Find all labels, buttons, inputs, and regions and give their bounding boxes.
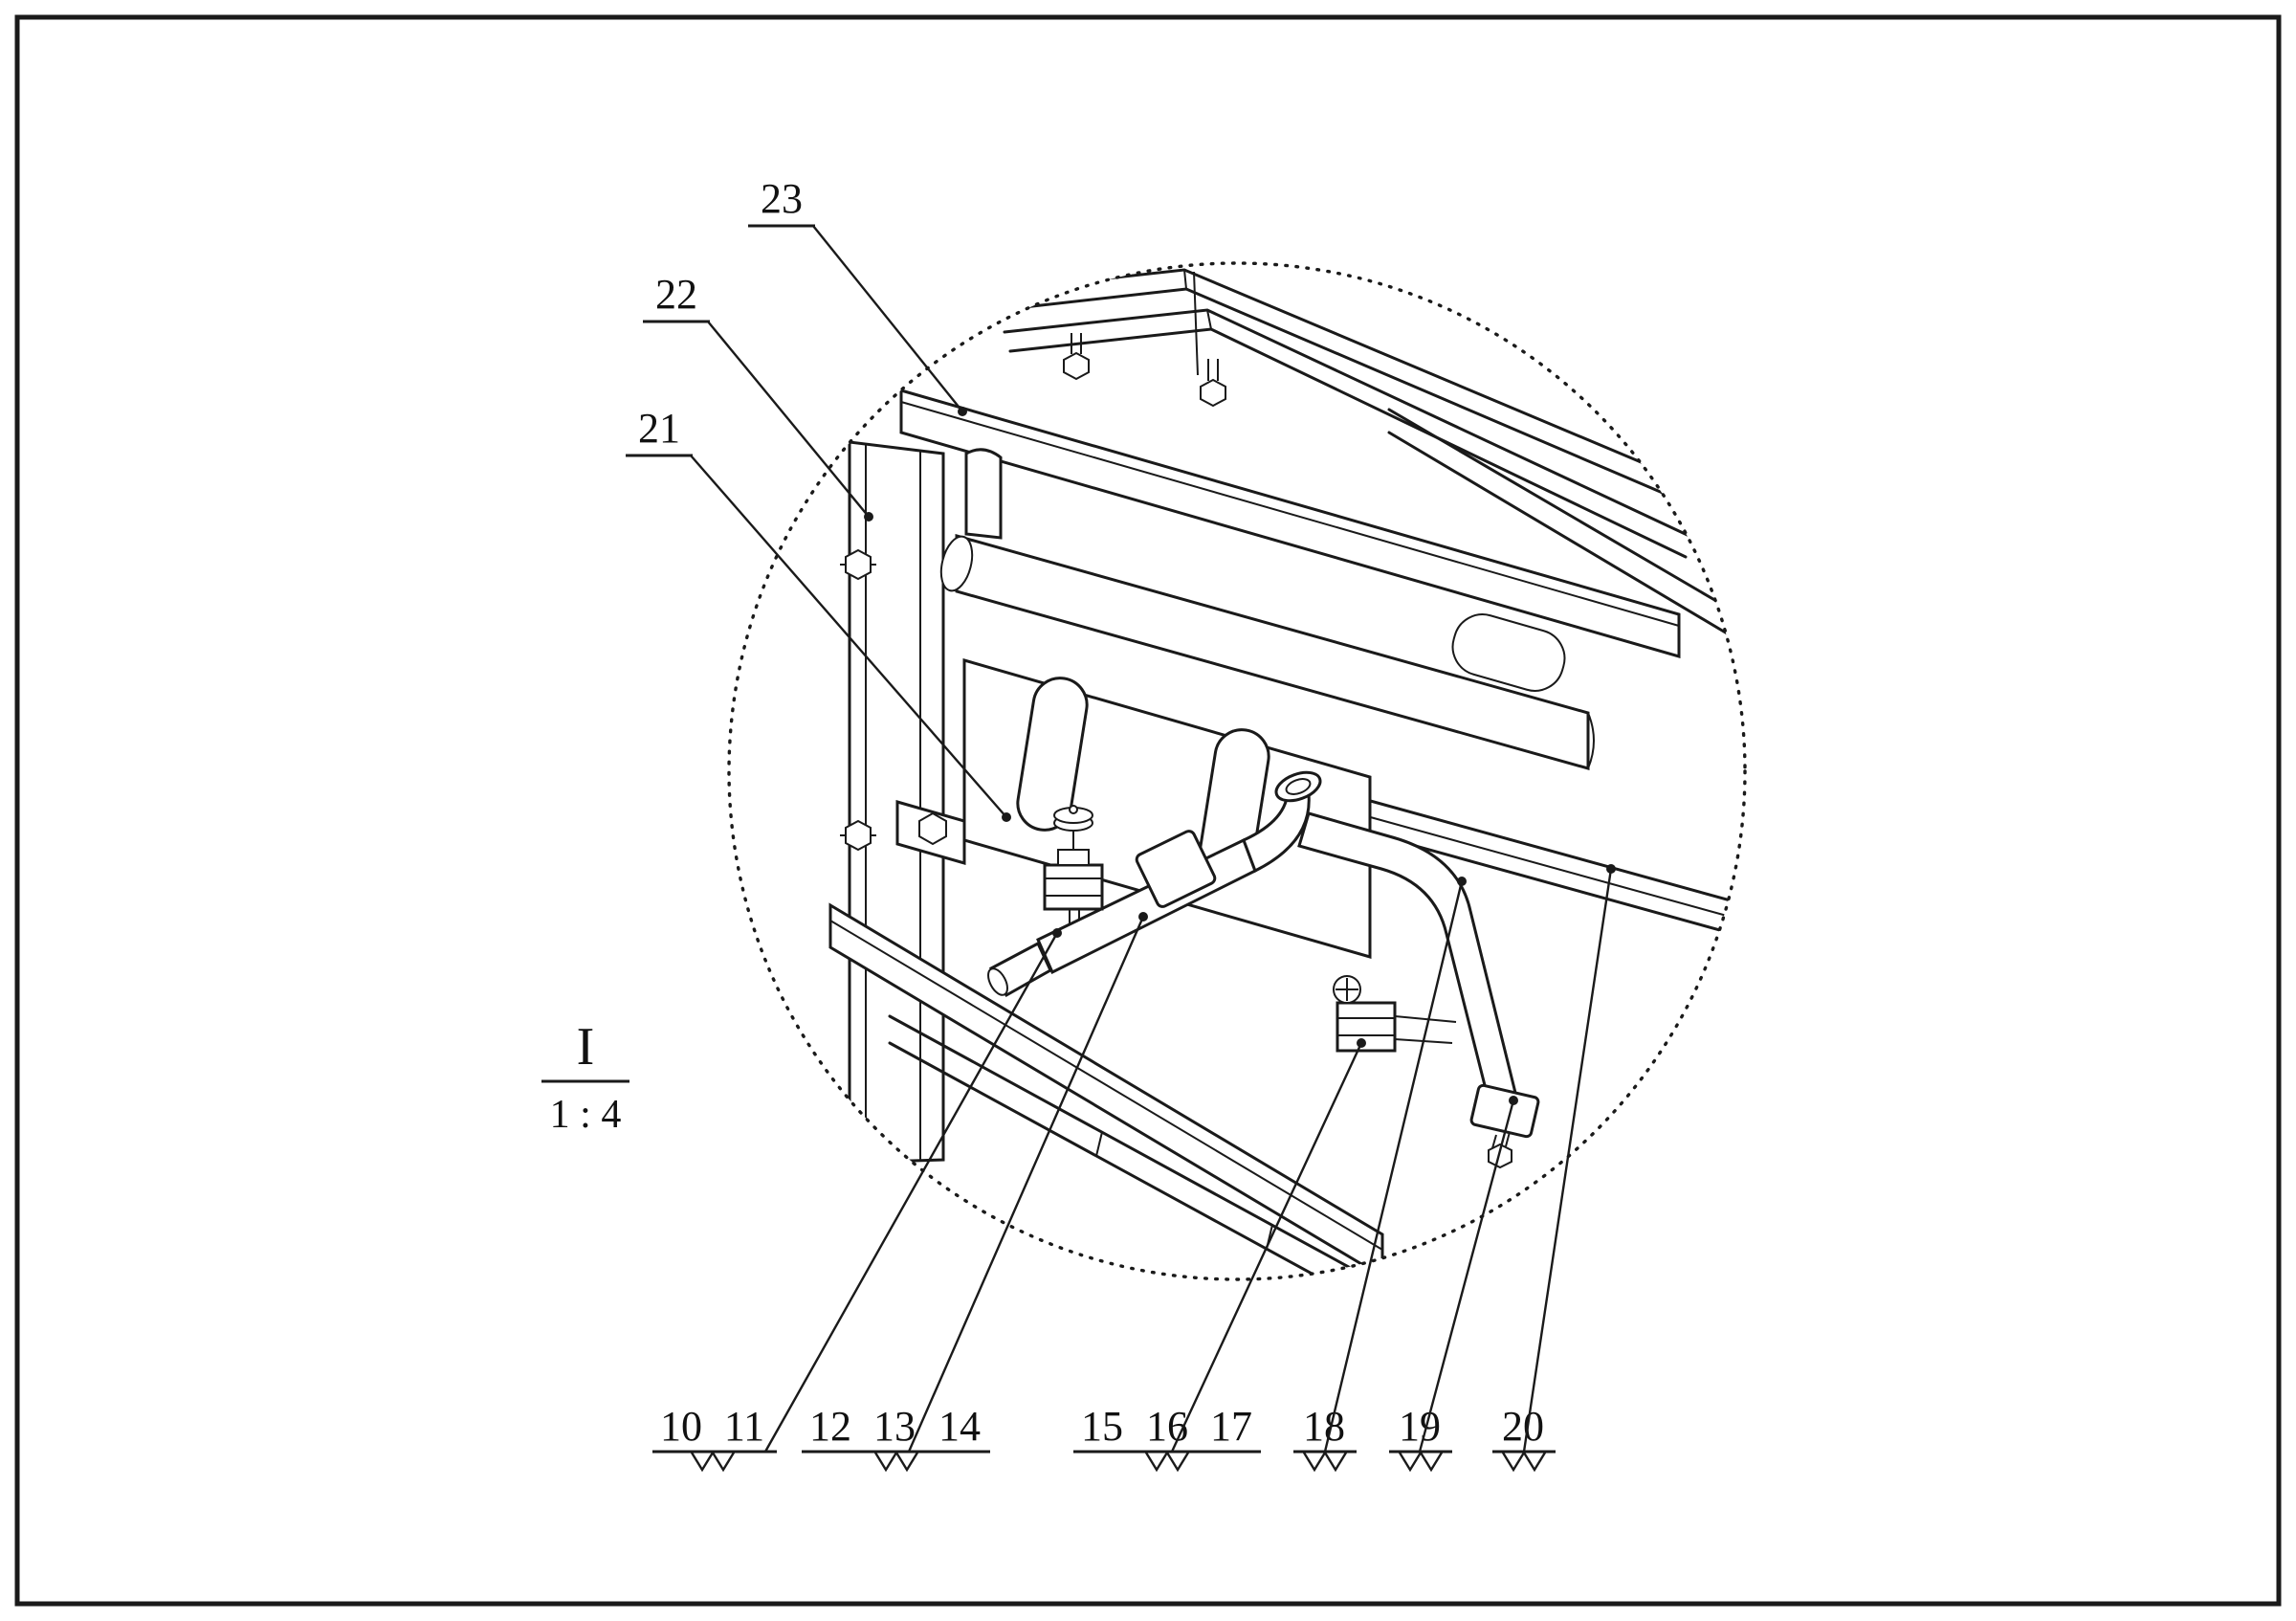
- mid-bracket: [895, 800, 966, 865]
- frame-bolt-right: [1200, 359, 1226, 408]
- frame-inner-wall: [1387, 408, 1741, 639]
- callout-label-10: 10: [660, 1403, 702, 1450]
- detail-identifier: I 1 : 4: [541, 1017, 629, 1137]
- central-piping: [987, 770, 1322, 998]
- main-cylinder: [939, 534, 1595, 770]
- callout-label-18: 18: [1303, 1403, 1345, 1450]
- callout-21: 21: [626, 405, 1011, 822]
- callout-23: 23: [748, 175, 967, 416]
- callout-label-13: 13: [873, 1403, 916, 1450]
- callout-label-17: 17: [1210, 1403, 1252, 1450]
- top-beam: [899, 389, 1681, 658]
- callout-label-22: 22: [655, 271, 697, 318]
- detail-scale: 1 : 4: [550, 1093, 622, 1137]
- sheet-border: [14, 14, 2282, 1607]
- callout-10-11: 10 11: [652, 928, 1062, 1473]
- callout-12-13-14: 12 13 14: [802, 912, 1148, 1473]
- callout-19: 19: [1389, 1096, 1518, 1473]
- detail-circle: [727, 261, 1747, 1281]
- right-valve: [1333, 975, 1457, 1053]
- callout-20: 20: [1492, 864, 1616, 1473]
- left-valve: [1043, 805, 1104, 923]
- callout-18: 18: [1293, 877, 1467, 1473]
- callout-label-19: 19: [1399, 1403, 1441, 1450]
- cylinder-bracket: [964, 448, 1003, 540]
- right-piping: [1297, 811, 1540, 1169]
- left-post: [840, 440, 945, 1165]
- frame-bolt-left: [1063, 333, 1090, 381]
- callout-label-11: 11: [724, 1403, 764, 1450]
- callout-label-20: 20: [1502, 1403, 1544, 1450]
- callout-22: 22: [643, 271, 873, 522]
- callout-label-15: 15: [1081, 1403, 1123, 1450]
- detail-drawing: [828, 268, 1745, 1279]
- detail-label: I: [577, 1017, 595, 1077]
- callout-label-21: 21: [638, 405, 680, 452]
- callout-label-14: 14: [938, 1403, 981, 1450]
- callout-label-12: 12: [809, 1403, 851, 1450]
- callout-label-23: 23: [761, 175, 803, 222]
- slotted-plate: [962, 658, 1372, 959]
- frame-top-rails: [940, 268, 1738, 559]
- roller-detail: [1451, 613, 1566, 692]
- callout-label-16: 16: [1146, 1403, 1188, 1450]
- callout-15-16-17: 15 16 17: [1073, 1038, 1366, 1473]
